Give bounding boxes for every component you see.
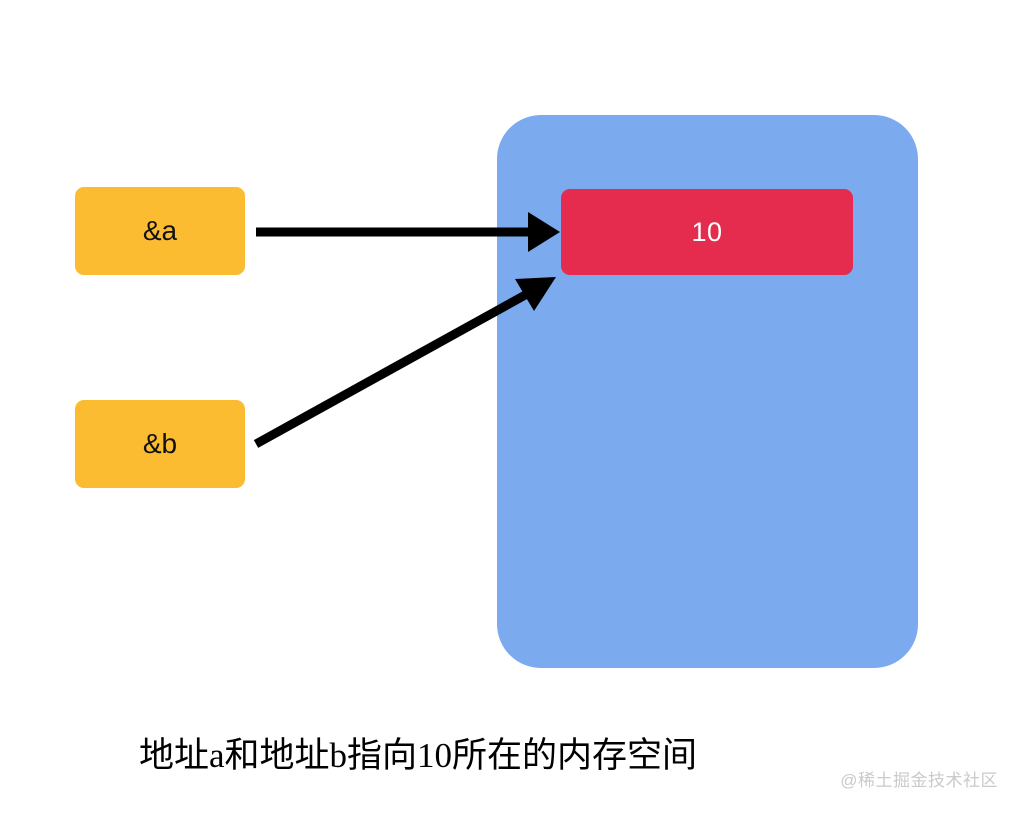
pointer-box-a: &a bbox=[75, 187, 245, 275]
pointer-label-a: &a bbox=[142, 215, 178, 246]
memory-value-label: 10 bbox=[691, 216, 723, 247]
memory-value-cell: 10 bbox=[561, 189, 853, 275]
pointer-label-b: &b bbox=[142, 428, 178, 459]
watermark-label: @稀土掘金技术社区 bbox=[840, 771, 998, 790]
diagram-caption: 地址a和地址b指向10所在的内存空间 bbox=[139, 736, 698, 775]
pointer-box-b: &b bbox=[75, 400, 245, 488]
